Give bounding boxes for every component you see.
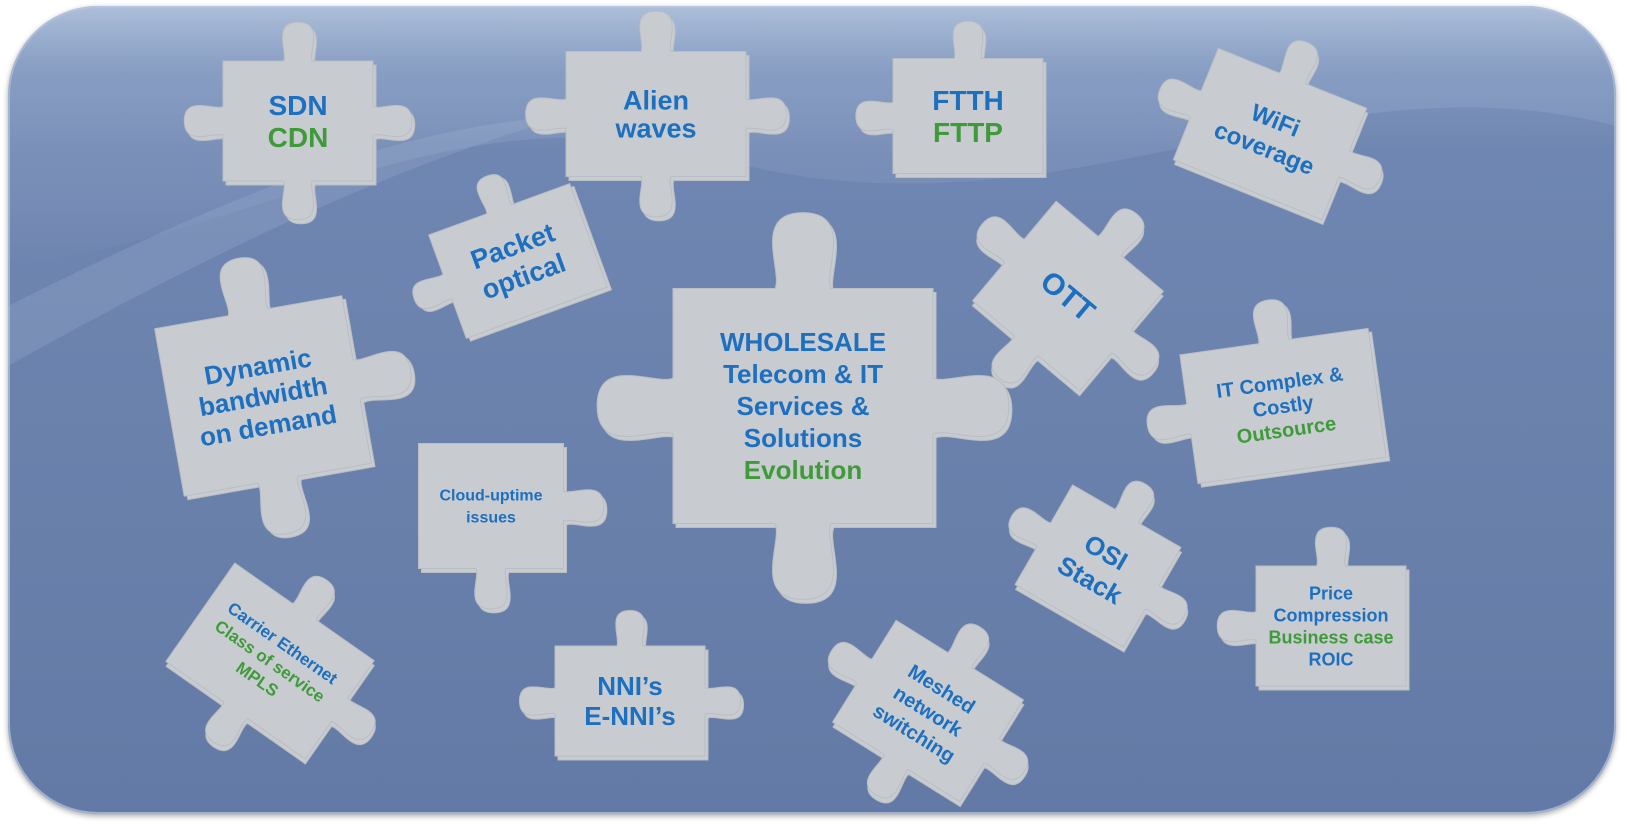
puzzle-piece-nni: NNI’sE-NNI’s <box>518 609 745 761</box>
puzzle-piece-shape <box>165 562 376 760</box>
puzzle-piece-shape <box>412 174 608 339</box>
piece-label-alien-1: waves <box>614 113 696 143</box>
puzzle-piece-shape <box>1157 40 1383 221</box>
puzzle-piece-shape <box>971 200 1165 392</box>
piece-label-price-0: Price <box>1309 583 1353 603</box>
puzzle-piece-shape <box>525 10 787 218</box>
puzzle-piece-shape <box>1008 480 1188 648</box>
piece-label-alien-0: Alien <box>623 85 689 115</box>
piece-label-cloud-0: Cloud-uptime <box>439 488 542 505</box>
piece-label-wholesale-0: WHOLESALE <box>720 327 886 357</box>
puzzle-piece-shape <box>518 609 742 757</box>
piece-label-nni-1: E-NNI’s <box>584 701 676 731</box>
piece-label-price-1: Compression <box>1273 605 1388 625</box>
puzzle-piece-shape <box>418 443 605 610</box>
puzzle-piece-shape <box>828 619 1028 803</box>
piece-label-price-3: ROIC <box>1309 649 1354 669</box>
puzzle-piece-shape <box>1146 299 1387 485</box>
piece-label-cloud-1: issues <box>466 510 516 527</box>
piece-label-wholesale-2: Services & <box>737 391 870 421</box>
piece-label-price-2: Business case <box>1268 627 1393 647</box>
piece-label-ftth-0: FTTH <box>932 85 1004 116</box>
puzzle-piece-shape <box>596 212 1010 600</box>
piece-label-nni-0: NNI’s <box>597 671 663 701</box>
puzzle-piece-shape <box>183 21 413 221</box>
piece-label-wholesale-4: Evolution <box>744 455 862 485</box>
piece-label-sdn-0: SDN <box>268 90 327 121</box>
piece-label-ftth-1: FTTP <box>933 117 1003 148</box>
puzzle-piece-shape <box>154 257 412 535</box>
puzzle-piece-cloud: Cloud-uptime issues <box>418 443 608 614</box>
puzzle-piece-ott: OTT <box>971 200 1165 397</box>
puzzle-piece-shape <box>855 20 1044 174</box>
puzzle-piece-shape <box>1216 526 1407 687</box>
piece-label-wholesale-1: Telecom & IT <box>723 359 883 389</box>
piece-label-sdn-1: CDN <box>268 122 329 153</box>
piece-label-wholesale-3: Solutions <box>744 423 862 453</box>
